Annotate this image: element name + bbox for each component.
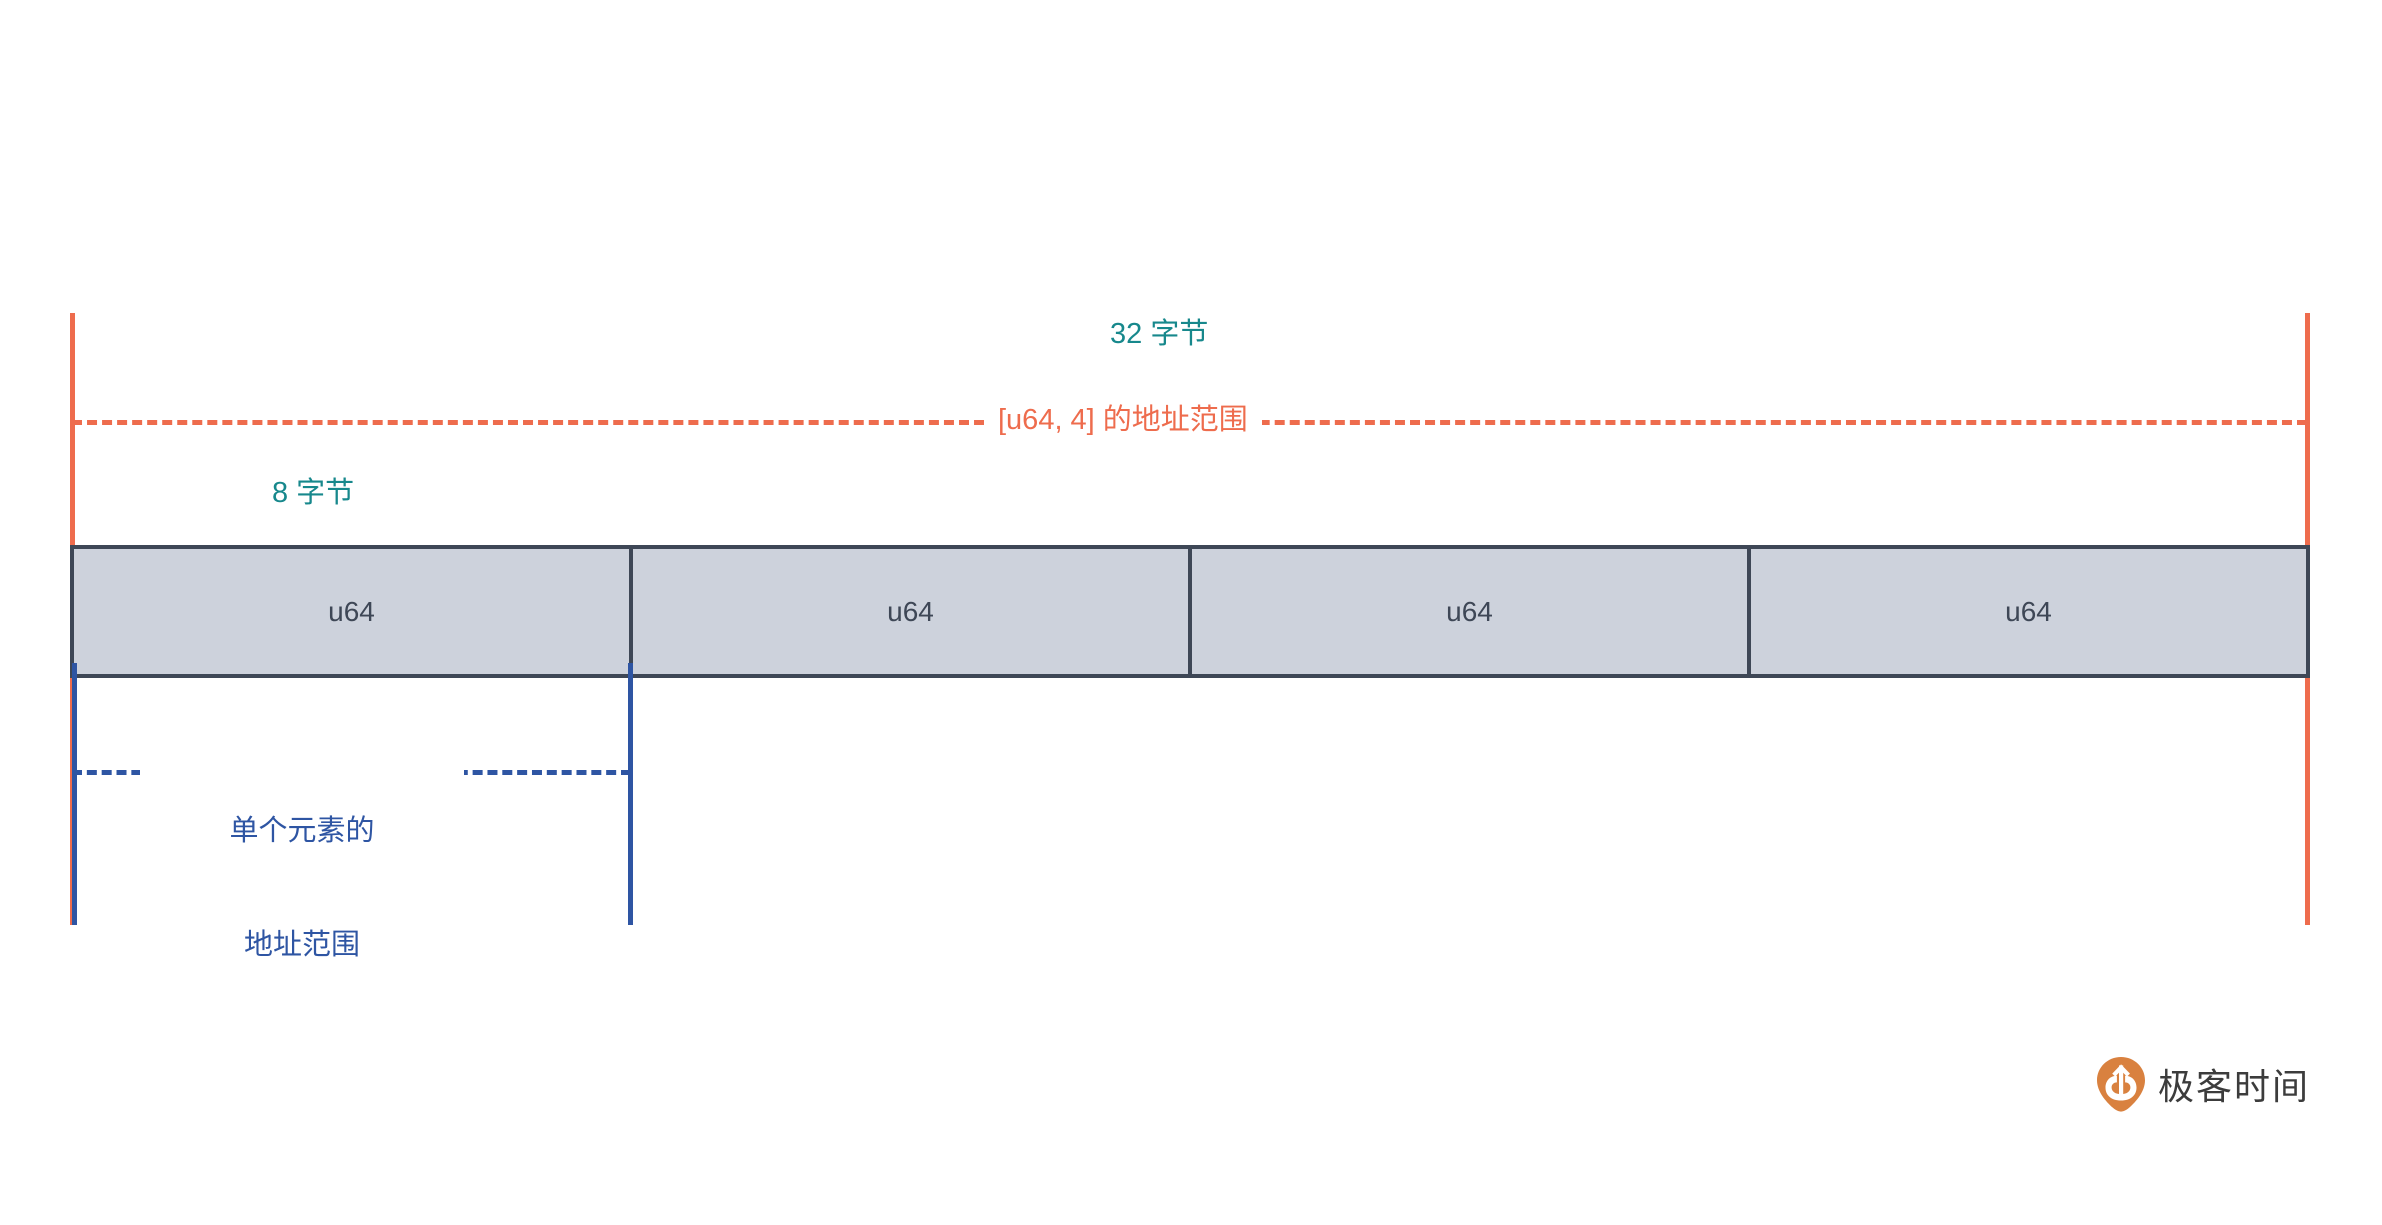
- brand-logo: 极客时间: [2096, 1056, 2310, 1112]
- memory-cell: u64: [633, 549, 1192, 674]
- memory-cell: u64: [74, 549, 633, 674]
- geekbang-pin-icon: [2096, 1056, 2146, 1112]
- memory-cell: u64: [1192, 549, 1751, 674]
- memory-block: u64 u64 u64 u64: [70, 545, 2310, 678]
- brand-logo-text: 极客时间: [2158, 1066, 2311, 1107]
- memory-cell: u64: [2005, 595, 2052, 627]
- element-range-label: 单个元素的 地址范围: [140, 735, 464, 1042]
- element-range-label-line2: 地址范围: [243, 929, 360, 962]
- element-size-label: 8 字节: [272, 474, 355, 513]
- element-range-left-guide: [72, 663, 77, 925]
- total-size-label: 32 字节: [1110, 315, 1209, 354]
- total-range-label: [u64, 4] 的地址范围: [984, 401, 1262, 440]
- element-range-right-guide: [628, 663, 633, 925]
- element-range-label-line1: 单个元素的: [229, 814, 375, 847]
